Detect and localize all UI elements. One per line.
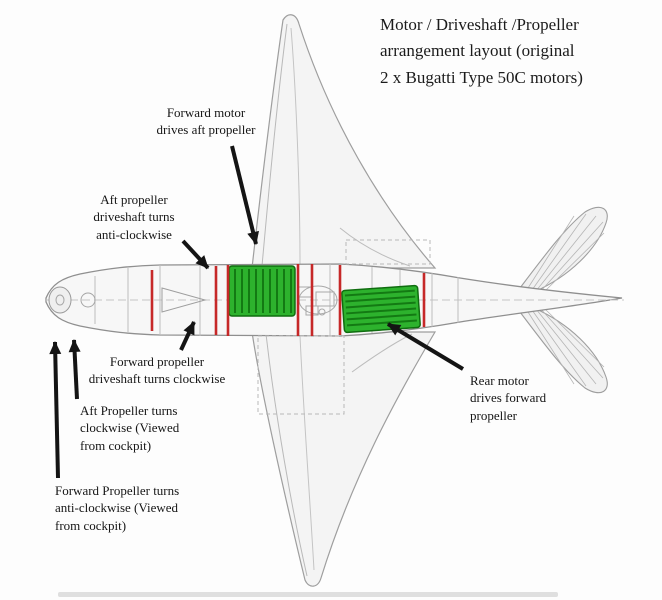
label-line: Forward propeller	[109, 354, 205, 369]
label-line: drives aft propeller	[156, 122, 256, 138]
arrow-aft-prop-rotation	[68, 339, 81, 400]
label-line: Forward motor	[166, 105, 246, 120]
label-line: propeller	[470, 407, 517, 423]
label-line: Rear motor	[470, 373, 529, 388]
forward-motor-green	[228, 265, 296, 317]
left-wing	[251, 14, 437, 269]
label-line: anti-clockwise	[96, 226, 172, 242]
red-bulkhead-marks	[150, 264, 426, 336]
label-aft-prop-driveshaft: Aft propeller driveshaft turns anti-cloc…	[81, 191, 187, 243]
diagram-title-line: 2 x Bugatti Type 50C motors)	[380, 67, 583, 87]
label-line: anti-clockwise (Viewed	[55, 500, 179, 516]
right-wing	[251, 331, 437, 587]
label-line: driveshaft turns clockwise	[88, 371, 226, 387]
construction-box-lower	[257, 335, 345, 415]
arrow-forward-prop-rotation	[49, 341, 62, 479]
label-forward-prop-rotation: Forward Propeller turns anti-clockwise (…	[55, 482, 200, 534]
arrow-forward-motor	[230, 145, 259, 245]
arrow-aft-prop-driveshaft	[181, 239, 210, 270]
diagram-title-line: arrangement layout (original	[380, 41, 575, 61]
rear-motor-green	[341, 284, 421, 334]
scan-edge-shadow	[58, 592, 558, 597]
propeller-spinner	[48, 286, 96, 314]
arrow-rear-motor	[386, 322, 465, 371]
diagram-title: Motor / Driveshaft /Propeller arrangemen…	[380, 12, 628, 91]
label-line: driveshaft turns	[93, 209, 175, 225]
tail-stabilizer-lower	[519, 307, 608, 394]
label-line: Aft propeller	[100, 192, 168, 207]
diagram-title-line: Motor / Driveshaft /Propeller	[380, 15, 579, 34]
label-line: Aft Propeller turns	[80, 403, 178, 418]
annotation-arrows	[49, 145, 465, 479]
label-line: from cockpit)	[80, 437, 152, 453]
tail-stabilizer-upper	[519, 206, 608, 293]
label-line: clockwise (Viewed	[80, 420, 180, 436]
construction-box-upper	[345, 239, 431, 265]
label-forward-motor: Forward motor drives aft propeller	[141, 104, 271, 139]
label-line: Forward Propeller turns	[55, 483, 180, 498]
label-line: from cockpit)	[55, 517, 127, 533]
arrow-forward-prop-driveshaft	[179, 321, 196, 351]
driveshaft-cone	[161, 287, 207, 313]
label-rear-motor: Rear motor drives forward propeller	[470, 372, 575, 424]
label-forward-prop-driveshaft: Forward propeller driveshaft turns clock…	[78, 353, 236, 388]
label-line: drives forward	[470, 390, 547, 406]
label-aft-prop-rotation: Aft Propeller turns clockwise (Viewed fr…	[80, 402, 200, 454]
